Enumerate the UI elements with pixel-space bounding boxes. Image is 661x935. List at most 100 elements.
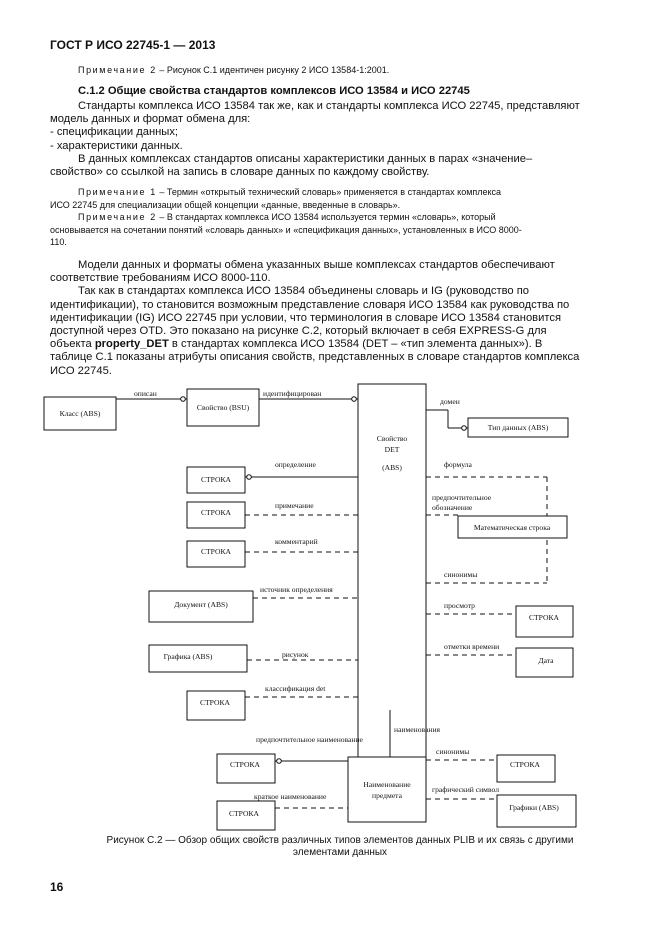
relation-label: домен bbox=[440, 397, 460, 406]
note-1: Примечание 1 – Термин «открытый техничес… bbox=[50, 186, 588, 249]
note-label: Примечание 2 bbox=[78, 65, 157, 75]
string-label: СТРОКА bbox=[229, 809, 260, 818]
relation-label: предпочтительное наименование bbox=[256, 735, 364, 744]
class-abs-label: Класс (ABS) bbox=[60, 409, 101, 418]
item-names-box bbox=[347, 756, 427, 823]
text-line: Так как в стандартах комплекса ИСО 13584… bbox=[78, 285, 529, 298]
datatype-label: Тип данных (ABS) bbox=[488, 423, 549, 432]
graphics-abs-box bbox=[148, 644, 248, 673]
text-line: таблице С.1 показаны атрибуты описания с… bbox=[50, 351, 580, 364]
mathstring-box bbox=[457, 515, 568, 539]
relation-label: краткое наименование bbox=[254, 792, 327, 801]
text-line: объекта property_DET в стандартах компле… bbox=[50, 338, 588, 351]
string-definition-box bbox=[186, 466, 246, 494]
string-label: СТРОКА bbox=[230, 760, 261, 769]
text-line: – В стандартах комплекса ИСО 13584 испол… bbox=[159, 212, 496, 222]
relation-label: отметки времени bbox=[444, 642, 499, 651]
relation-label: источник определения bbox=[260, 585, 333, 594]
mathstring-label: Математическая строка bbox=[474, 523, 551, 532]
relation-label: классификация det bbox=[265, 684, 326, 693]
relation-label: просмотр bbox=[444, 601, 475, 610]
graphics-symbol-label: Графики (ABS) bbox=[509, 803, 559, 812]
string-preferred-name-box bbox=[216, 753, 276, 784]
relation-label: рисунок bbox=[282, 650, 309, 659]
relation-label: формула bbox=[444, 460, 472, 469]
paragraph-1: Стандарты комплекса ИСО 13584 так же, ка… bbox=[50, 100, 588, 179]
caption-line: Рисунок С.2 — Обзор общих свойств различ… bbox=[106, 835, 574, 846]
text-line: доступной через OTD. Это показано на рис… bbox=[50, 325, 547, 338]
text-span: объекта bbox=[50, 338, 95, 351]
class-abs-box bbox=[43, 396, 117, 431]
relation-end bbox=[246, 474, 252, 480]
relation-label: определение bbox=[275, 460, 316, 469]
entity-name: property_DET bbox=[94, 338, 169, 351]
string-synonyms-box bbox=[496, 754, 556, 783]
bullet-item: - характеристики данных. bbox=[50, 139, 183, 152]
document-label: Документ (ABS) bbox=[174, 600, 228, 609]
det-label: Свойство bbox=[377, 434, 408, 443]
string-label: СТРОКА bbox=[201, 508, 232, 517]
relation-label: описан bbox=[134, 389, 157, 398]
text-line: основывается на сочетании понятий «слова… bbox=[50, 224, 522, 235]
property-bsu-box bbox=[186, 388, 260, 427]
datatype-box bbox=[467, 417, 569, 438]
graphics-symbol-box bbox=[496, 794, 577, 828]
string-short-name-box bbox=[216, 800, 276, 831]
det-label: (ABS) bbox=[382, 463, 402, 472]
text-line: модель данных и формат обмена для: bbox=[50, 113, 251, 126]
relation-label: графический символ bbox=[432, 785, 499, 794]
string-label: СТРОКА bbox=[200, 698, 231, 707]
document-box bbox=[148, 590, 254, 623]
string-label: СТРОКА bbox=[510, 760, 541, 769]
relation-label: синонимы bbox=[444, 570, 477, 579]
relation-label: наименования bbox=[394, 725, 441, 734]
text-line: идентификации (IG) ИСО 22745 при условии… bbox=[50, 311, 562, 324]
relation-end bbox=[351, 396, 357, 402]
det-label: DET bbox=[385, 445, 400, 454]
note-text: – Рисунок С.1 идентичен рисунку 2 ИСО 13… bbox=[159, 65, 390, 75]
relation-label: комментарий bbox=[275, 537, 318, 546]
caption-line: элементами данных bbox=[292, 847, 388, 858]
figure-caption: Рисунок С.2 — Обзор общих свойств различ… bbox=[60, 835, 620, 859]
text-line: – Термин «открытый технический словарь» … bbox=[159, 187, 502, 197]
text-span: в стандартах комплекса ИСО 13584 (DET – … bbox=[168, 338, 543, 351]
date-box bbox=[515, 647, 574, 678]
text-line: свойство» со ссылкой на запись в словаре… bbox=[50, 166, 430, 179]
text-line: ИСО 22745. bbox=[50, 364, 112, 377]
paragraph-3: Модели данных и форматы обмена указанных… bbox=[50, 259, 588, 378]
string-classification-box bbox=[186, 690, 246, 721]
document-header: ГОСТ Р ИСО 22745-1 — 2013 bbox=[50, 38, 216, 52]
relation-label: примечание bbox=[275, 501, 314, 510]
string-label: СТРОКА bbox=[201, 547, 232, 556]
relation-end bbox=[276, 758, 282, 764]
string-remark-box bbox=[186, 540, 246, 568]
string-label: СТРОКА bbox=[529, 613, 560, 622]
string-view-box bbox=[515, 605, 574, 638]
text-line: идентификации), то становится возможным … bbox=[50, 298, 570, 311]
relation-label: синонимы bbox=[436, 747, 469, 756]
note-label: Примечание 1 bbox=[78, 187, 157, 197]
relation-end bbox=[180, 396, 186, 402]
string-note-box bbox=[186, 501, 246, 529]
bullet-item: - спецификации данных; bbox=[50, 126, 179, 139]
text-line: 110. bbox=[50, 237, 67, 247]
relation-label: предпочтительное bbox=[432, 493, 492, 502]
note-top: Примечание 2 – Рисунок С.1 идентичен рис… bbox=[78, 64, 389, 77]
text-line: Модели данных и форматы обмена указанных… bbox=[78, 259, 555, 271]
item-names-label: Наименование bbox=[363, 780, 411, 789]
relation-label: идентифицирован bbox=[263, 389, 321, 398]
page-number: 16 bbox=[50, 880, 64, 894]
section-title: С.1.2 Общие свойства стандартов комплекс… bbox=[78, 85, 470, 97]
text-line: ИСО 22745 для специализации общей концеп… bbox=[50, 199, 401, 210]
relation-end bbox=[461, 425, 467, 431]
item-names-label: предмета bbox=[372, 791, 403, 800]
text-line: соответствие требованиям ИСО 8000-110. bbox=[50, 272, 271, 285]
graphics-abs-label: Графика (ABS) bbox=[164, 652, 213, 661]
note-label: Примечание 2 bbox=[78, 212, 157, 222]
property-bsu-label: Свойство (BSU) bbox=[197, 403, 250, 412]
string-label: СТРОКА bbox=[201, 475, 232, 484]
relation-label: обозначение bbox=[432, 503, 473, 512]
text-line: В данных комплексах стандартов описаны х… bbox=[78, 152, 533, 165]
date-label: Дата bbox=[538, 656, 554, 665]
